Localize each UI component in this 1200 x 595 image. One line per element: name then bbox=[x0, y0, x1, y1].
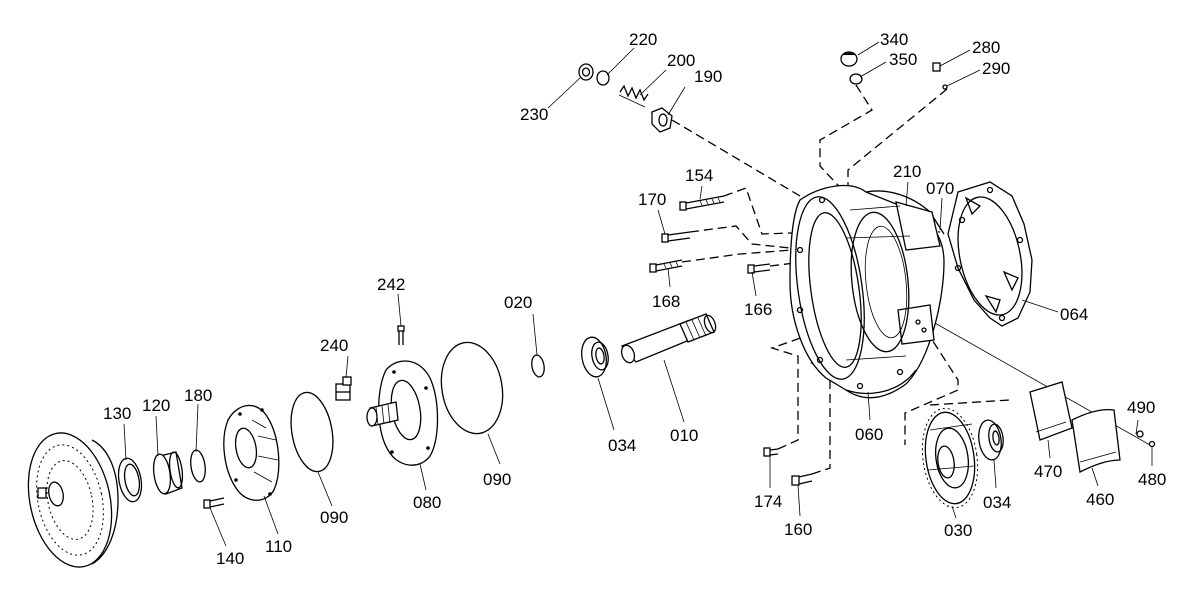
part-220-oring bbox=[596, 70, 610, 86]
part-170-bolt bbox=[661, 231, 691, 243]
part-034-bearing-left bbox=[581, 336, 609, 378]
part-030-gear bbox=[921, 407, 979, 509]
part-230-cap bbox=[578, 63, 594, 81]
label-010: 010 bbox=[670, 426, 699, 445]
part-020-ring bbox=[531, 354, 545, 378]
part-110-pump-cover bbox=[223, 404, 280, 501]
part-080-pump bbox=[366, 360, 439, 466]
label-080: 080 bbox=[413, 493, 442, 512]
part-190-piston bbox=[651, 107, 673, 133]
part-490-washer bbox=[1136, 430, 1144, 438]
label-130: 130 bbox=[103, 404, 132, 423]
label-350: 350 bbox=[889, 50, 918, 69]
label-230: 230 bbox=[520, 105, 549, 124]
label-020: 020 bbox=[504, 293, 533, 312]
part-480-pin bbox=[1148, 440, 1156, 448]
part-010-shaft bbox=[620, 313, 717, 364]
part-174-bolt bbox=[763, 447, 779, 457]
label-174: 174 bbox=[754, 492, 783, 511]
part-168-bolt bbox=[649, 259, 683, 273]
label-168: 168 bbox=[652, 292, 681, 311]
label-140: 140 bbox=[216, 549, 245, 568]
label-070: 070 bbox=[926, 179, 955, 198]
label-340: 340 bbox=[880, 30, 909, 49]
label-034-right: 034 bbox=[983, 493, 1012, 512]
label-210: 210 bbox=[893, 162, 922, 181]
label-290: 290 bbox=[982, 59, 1011, 78]
part-064-cover bbox=[947, 181, 1033, 327]
label-110: 110 bbox=[265, 537, 293, 556]
label-280: 280 bbox=[972, 38, 1001, 57]
part-090-gasket-right bbox=[440, 341, 504, 435]
label-470: 470 bbox=[1034, 462, 1063, 481]
part-060-housing bbox=[789, 184, 945, 399]
part-034-bearing-right bbox=[978, 419, 1004, 461]
label-490: 490 bbox=[1127, 398, 1156, 417]
label-170: 170 bbox=[638, 190, 667, 209]
label-060: 060 bbox=[855, 425, 884, 444]
label-242: 242 bbox=[377, 275, 406, 294]
part-120-ring bbox=[117, 457, 143, 503]
label-090-left: 090 bbox=[320, 508, 349, 527]
label-180: 180 bbox=[184, 386, 213, 405]
part-460-plate bbox=[1071, 408, 1121, 473]
part-280-plug bbox=[932, 62, 941, 72]
label-190: 190 bbox=[694, 67, 723, 86]
label-154: 154 bbox=[685, 166, 714, 185]
label-030: 030 bbox=[944, 521, 973, 540]
part-240-plug bbox=[335, 376, 352, 401]
label-240: 240 bbox=[320, 336, 349, 355]
part-350-ring bbox=[849, 73, 863, 85]
part-154-bolt bbox=[679, 195, 725, 211]
label-460: 460 bbox=[1086, 490, 1115, 509]
label-200: 200 bbox=[667, 51, 696, 70]
label-220: 220 bbox=[629, 30, 658, 49]
label-064: 064 bbox=[1060, 305, 1089, 324]
label-166: 166 bbox=[744, 300, 773, 319]
part-090-gasket-left bbox=[290, 391, 334, 473]
label-480: 480 bbox=[1138, 470, 1167, 489]
part-130-converter bbox=[27, 432, 119, 568]
part-180-bearing bbox=[152, 451, 184, 495]
label-leader-lines bbox=[123, 41, 1153, 547]
part-140-bolt bbox=[203, 497, 225, 509]
part-166-bolt bbox=[747, 263, 771, 274]
part-470-plate bbox=[1029, 381, 1073, 441]
label-090-right: 090 bbox=[483, 470, 512, 489]
part-200-spring bbox=[618, 84, 649, 108]
label-160: 160 bbox=[784, 520, 813, 539]
part-snap-ring bbox=[190, 449, 206, 483]
part-340-plug bbox=[840, 51, 858, 67]
part-160-bolt bbox=[791, 473, 813, 486]
part-290-ring bbox=[942, 84, 948, 90]
label-034-left: 034 bbox=[608, 436, 637, 455]
part-242-bolt bbox=[397, 325, 405, 345]
label-120: 120 bbox=[142, 396, 171, 415]
